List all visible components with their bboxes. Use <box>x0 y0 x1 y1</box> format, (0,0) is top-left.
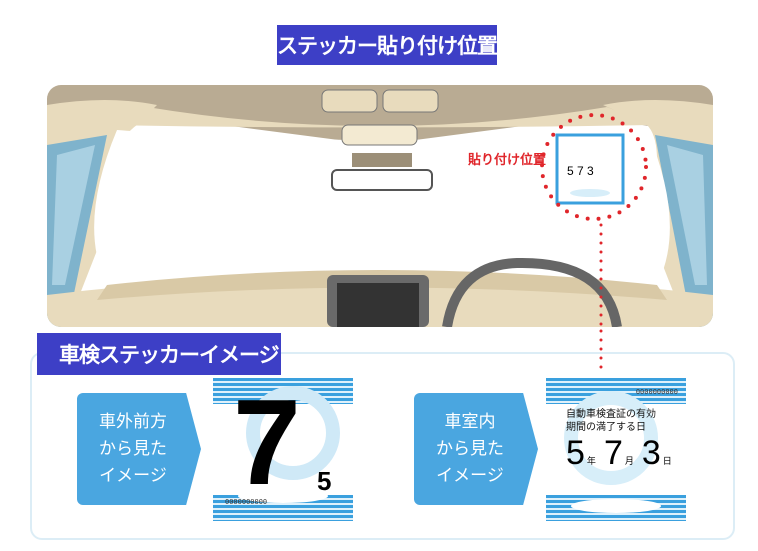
month-unit: 月 <box>624 456 634 466</box>
label-line: から見た <box>436 438 504 459</box>
label-line: 車外前方 <box>99 411 167 432</box>
caption-line: 期間の満了する日 <box>566 422 646 433</box>
year-unit: 年 <box>586 456 596 466</box>
sticker-front-view: 7 5 0000000000 <box>213 378 353 521</box>
svg-text:5 7 3: 5 7 3 <box>567 164 594 178</box>
sticker-interior-view: 0000000000 自動車検査証の有効 期間の満了する日 5 年 7 月 3 … <box>546 378 686 521</box>
expiry-caption: 自動車検査証の有効 期間の満了する日 <box>566 408 656 434</box>
interior-view-label: 車室内 から見た イメージ <box>414 393 538 505</box>
serial-number: 0000000000 <box>635 388 678 396</box>
serial-number: 0000000000 <box>225 498 268 506</box>
front-view-label: 車外前方 から見た イメージ <box>77 393 201 505</box>
year-number: 5 <box>566 434 585 472</box>
section-title: 車検ステッカーイメージ <box>37 333 281 375</box>
label-line: 車室内 <box>444 411 496 432</box>
year-number: 5 <box>317 466 332 496</box>
day-number: 3 <box>641 434 661 472</box>
car-interior-illustration: 5 7 3 <box>47 85 713 327</box>
expiry-date: 5 年 7 月 3 日 <box>566 434 678 473</box>
page-title: ステッカー貼り付け位置 <box>277 25 498 65</box>
label-line: イメージ <box>436 465 504 486</box>
sticker-image-frame <box>30 352 735 540</box>
label-line: イメージ <box>99 465 167 486</box>
caption-line: 自動車検査証の有効 <box>566 409 656 420</box>
label-line: から見た <box>99 438 167 459</box>
day-unit: 日 <box>662 456 672 466</box>
month-number: 7 <box>233 378 301 510</box>
placement-label: 貼り付け位置 <box>468 153 547 168</box>
month-number: 7 <box>603 434 623 472</box>
